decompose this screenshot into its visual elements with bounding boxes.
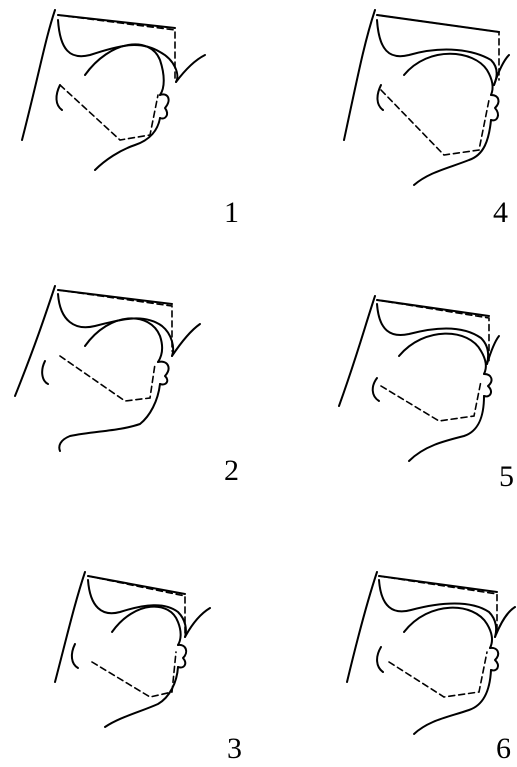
diagram-panel-5: 5 [259, 256, 517, 511]
figure-label-4: 4 [493, 198, 508, 228]
diagram-panel-3: 3 [0, 512, 258, 767]
figure-label-5: 5 [499, 462, 514, 492]
vocal-tract-sketch-1 [0, 0, 258, 255]
vocal-tract-sketch-2 [0, 256, 258, 511]
vocal-tract-sketch-3 [0, 512, 258, 767]
diagram-panel-2: 2 [0, 256, 258, 511]
vocal-tract-sketch-5 [259, 256, 517, 511]
diagram-panel-6: 6 [259, 512, 517, 767]
figure-label-1: 1 [224, 198, 239, 228]
figure-label-2: 2 [224, 456, 239, 486]
figure-label-3: 3 [227, 734, 242, 764]
vocal-tract-sketch-6 [259, 512, 517, 767]
diagram-panel-1: 1 [0, 0, 258, 255]
diagram-panel-4: 4 [259, 0, 517, 255]
vocal-tract-sketch-4 [259, 0, 517, 255]
figure-label-6: 6 [496, 734, 511, 764]
